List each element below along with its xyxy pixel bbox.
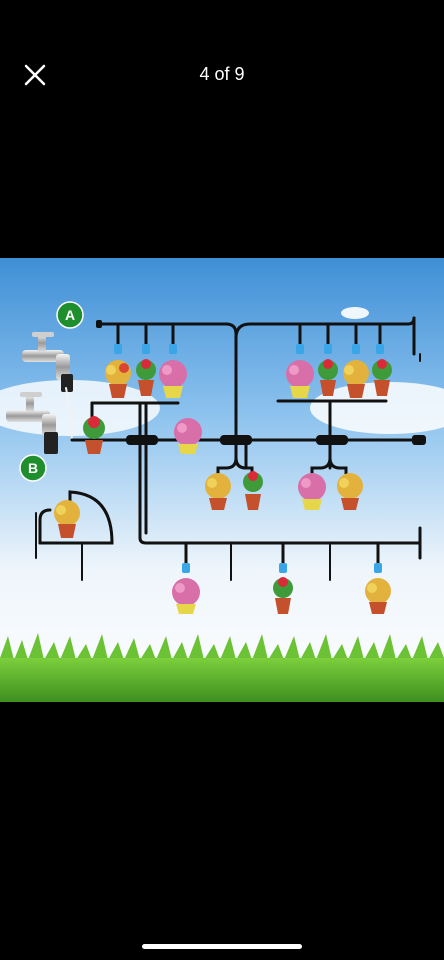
label-a-badge: A	[57, 302, 83, 328]
home-indicator[interactable]	[142, 944, 302, 949]
cloud	[341, 307, 369, 319]
viewer-header: 4 of 9	[0, 0, 444, 150]
label-b-badge: B	[20, 455, 46, 481]
svg-text:B: B	[28, 460, 38, 476]
image-counter: 4 of 9	[0, 64, 444, 85]
svg-text:A: A	[65, 307, 75, 323]
irrigation-diagram: A B	[0, 258, 444, 702]
product-image[interactable]: A B	[0, 258, 444, 702]
